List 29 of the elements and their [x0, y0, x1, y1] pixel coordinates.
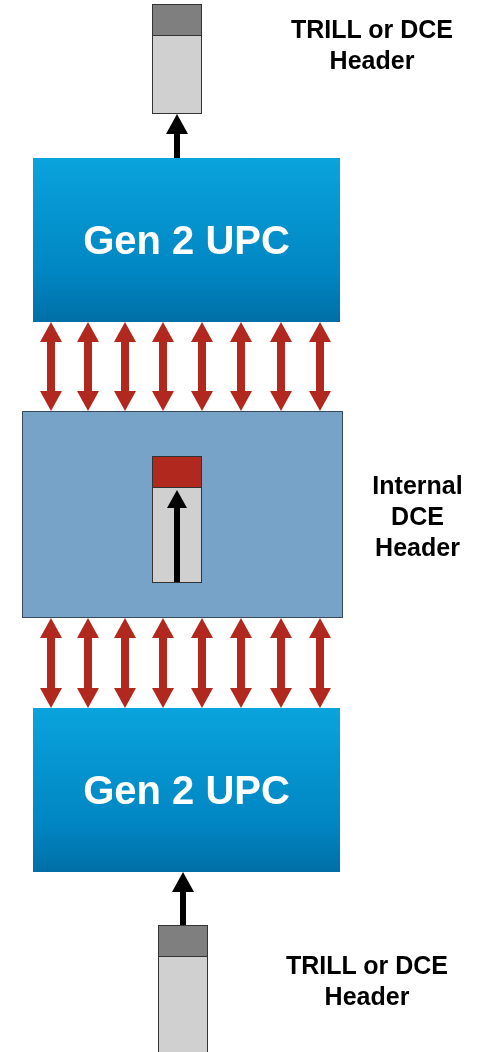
double-arrow	[40, 618, 62, 708]
header-label: TRILL or DCE Header	[289, 14, 454, 76]
double-arrow	[230, 322, 252, 411]
double-arrow	[270, 618, 292, 708]
port-controller-box	[33, 708, 340, 872]
double-arrow	[77, 322, 99, 411]
packet-box	[152, 4, 202, 114]
header-label: TRILL or DCE Header	[284, 950, 449, 1012]
double-arrow	[270, 322, 292, 411]
box-label: Gen 2 UPC	[82, 767, 291, 813]
arrow	[166, 114, 188, 158]
fabric-box	[22, 411, 343, 618]
arrow	[172, 872, 194, 925]
double-arrow	[114, 322, 136, 411]
double-arrow	[114, 618, 136, 708]
double-arrow	[191, 322, 213, 411]
header-label: Internal DCE Header	[371, 470, 464, 563]
packet-box	[152, 456, 202, 583]
double-arrow	[152, 618, 174, 708]
double-arrow	[230, 618, 252, 708]
double-arrow	[309, 322, 331, 411]
double-arrow	[152, 322, 174, 411]
double-arrow	[77, 618, 99, 708]
double-arrow	[191, 618, 213, 708]
double-arrow	[40, 322, 62, 411]
double-arrow	[309, 618, 331, 708]
packet-box	[158, 925, 208, 1052]
port-controller-box	[33, 158, 340, 322]
box-label: Gen 2 UPC	[82, 217, 291, 263]
